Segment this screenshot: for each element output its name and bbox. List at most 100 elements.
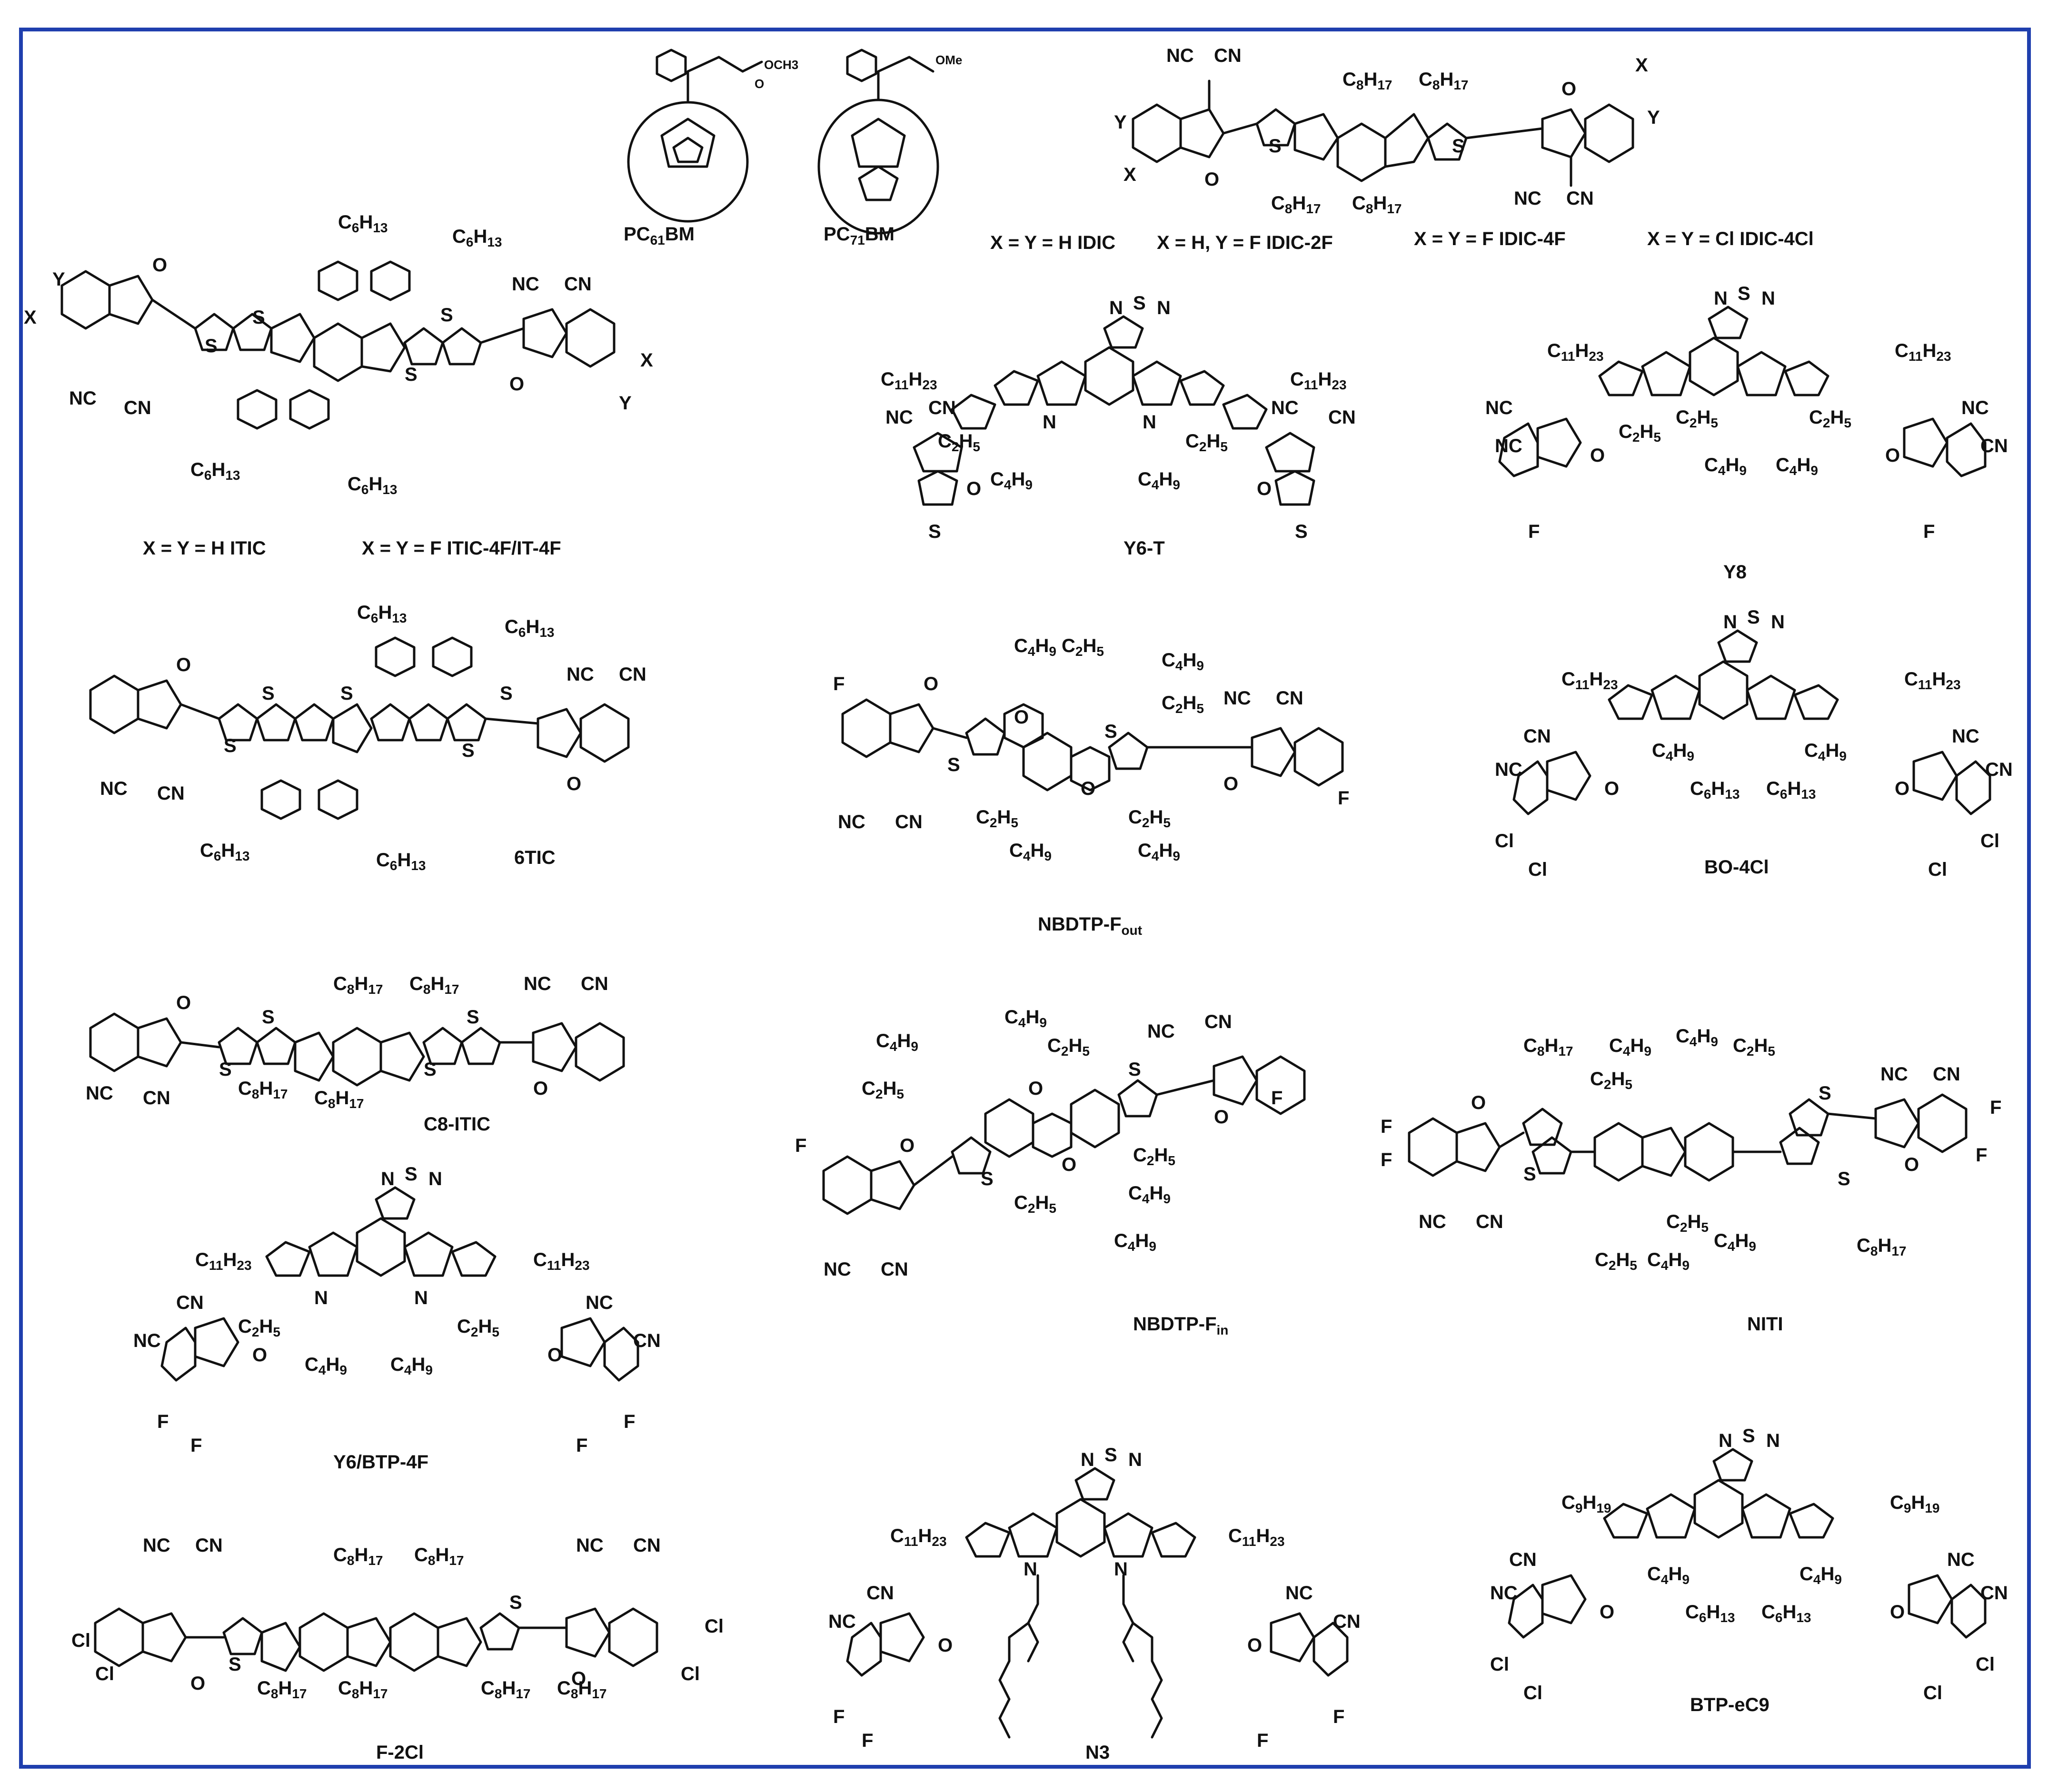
s-label: S	[262, 683, 275, 704]
cl-label: Cl	[1495, 831, 1514, 851]
f-label: F	[1271, 1088, 1283, 1109]
x-label: X	[1635, 55, 1648, 76]
s-label: S	[1452, 136, 1465, 157]
s-label: S	[424, 1059, 437, 1080]
s-label: S	[1269, 136, 1282, 157]
c6h13-label: C6H13	[1685, 1602, 1735, 1625]
c2h5-label: C2H5	[1014, 1192, 1056, 1216]
f-label: F	[795, 1135, 806, 1156]
c11h23-label: C11H23	[890, 1525, 947, 1549]
s-label: S	[405, 1164, 418, 1185]
n3-structure: N S N C11H23 C11H23 NC CN NC CN N N O O …	[828, 1442, 1390, 1756]
cl-label: Cl	[1528, 859, 1547, 880]
f-label: F	[576, 1435, 587, 1456]
s-label: S	[252, 307, 265, 328]
nbdtp-fout-structure: C4H9 C2H5 C4H9 C2H5 F O O O S S NC CN NC…	[833, 628, 1452, 914]
niti-structure: C8H17 C4H9 C4H9 C2H5 C2H5 F F O NC CN	[1381, 1026, 2018, 1295]
o-label: O	[152, 255, 167, 276]
c6h13-label: C6H13	[190, 459, 240, 483]
s-label: S	[1104, 1445, 1117, 1465]
c11h23-label: C11H23	[881, 369, 937, 392]
c8h17-label: C8H17	[238, 1078, 288, 1101]
nc-label: NC	[1495, 436, 1522, 456]
nc-label: NC	[524, 973, 551, 994]
o-label: O	[1062, 1154, 1076, 1175]
c4h9-label: C4H9	[1609, 1035, 1651, 1059]
cn-label: CN	[143, 1088, 170, 1109]
cn-label: CN	[195, 1535, 223, 1556]
nc-label: NC	[567, 664, 594, 685]
nc-label: NC	[69, 388, 97, 409]
s-label: S	[928, 521, 941, 542]
s-label: S	[467, 1007, 479, 1028]
f-label: F	[1990, 1097, 2001, 1118]
btp-ec9-caption: BTP-eC9	[1690, 1694, 1770, 1715]
f-label: F	[833, 1706, 845, 1727]
f-label: F	[1338, 788, 1349, 809]
c2h5-label: C2H5	[1676, 407, 1718, 430]
o-label: O	[1471, 1092, 1486, 1113]
nc-label: NC	[512, 274, 539, 295]
c2h5-label: C2H5	[1619, 421, 1661, 445]
c2h5-label: C2H5	[862, 1078, 904, 1101]
o-label: O	[1247, 1635, 1262, 1656]
c4h9-label: C4H9	[1014, 635, 1056, 659]
cn-label: CN	[1476, 1211, 1503, 1232]
c4h9-label: C4H9	[1138, 469, 1180, 492]
nc-label: NC	[824, 1259, 851, 1280]
x-label: X	[24, 307, 37, 328]
s-label: S	[1295, 521, 1308, 542]
n-label: N	[1043, 412, 1056, 433]
nc-label: NC	[1485, 397, 1513, 418]
c8h17-label: C8H17	[409, 973, 459, 997]
nbdtp-fin-caption: NBDTP-Fin	[1133, 1314, 1229, 1337]
c2h5-label: C2H5	[238, 1316, 280, 1339]
n-label: N	[428, 1168, 442, 1189]
c4h9-label: C4H9	[1652, 740, 1694, 763]
f-label: F	[1333, 1706, 1344, 1727]
cn-label: CN	[1509, 1549, 1537, 1570]
pc61bm-structure: OCH3 O	[600, 43, 798, 224]
o-label: O	[567, 773, 581, 794]
c8h17-label: C8H17	[257, 1678, 307, 1701]
c11h23-label: C11H23	[1561, 669, 1618, 692]
cn-label: CN	[928, 397, 956, 418]
idic-2f-caption: X = H, Y = F IDIC-2F	[1157, 232, 1333, 253]
s-label: S	[340, 683, 353, 704]
pc71bm-structure: OMe	[790, 43, 971, 235]
nc-label: NC	[838, 812, 865, 832]
s-label: S	[219, 1059, 232, 1080]
cn-label: CN	[1980, 436, 2008, 456]
nc-label: NC	[1495, 759, 1522, 780]
o-label: O	[1081, 778, 1095, 799]
o-label: O	[1904, 1154, 1919, 1175]
o-label: O	[1600, 1602, 1614, 1623]
c11h23-label: C11H23	[1547, 340, 1604, 364]
cn-label: CN	[581, 973, 608, 994]
n-label: N	[314, 1287, 328, 1308]
btp-ec9-structure: N S N C9H19 C9H19 NC CN NC CN C4H9 C4H9 …	[1490, 1423, 2014, 1728]
f-label: F	[1528, 521, 1540, 542]
y-label: Y	[619, 393, 632, 414]
n-label: N	[1128, 1449, 1142, 1470]
idic-structure: NC CN Y X O S S C8H17 C8H17 C8H17 C8H17 …	[1085, 33, 1714, 224]
s-label: S	[947, 754, 960, 775]
pc71bm-caption: PC71BM	[824, 224, 895, 248]
f-label: F	[1381, 1116, 1392, 1137]
c8h17-label: C8H17	[1352, 193, 1402, 216]
c2h5-label: C2H5	[938, 431, 980, 454]
n-label: N	[1719, 1430, 1732, 1451]
nc-label: NC	[1419, 1211, 1446, 1232]
nbdtp-fout-caption: NBDTP-Fout	[1038, 914, 1143, 938]
bo-4cl-caption: BO-4Cl	[1704, 857, 1769, 878]
f-label: F	[624, 1411, 635, 1432]
s-label: S	[1838, 1168, 1850, 1189]
s-label: S	[205, 336, 218, 356]
s-label: S	[1104, 721, 1117, 742]
cn-label: CN	[1980, 1583, 2008, 1604]
c4h9-label: C4H9	[1114, 1230, 1156, 1254]
c6h13-label: C6H13	[348, 474, 398, 497]
n-label: N	[1771, 612, 1785, 633]
c8h17-label: C8H17	[1523, 1035, 1573, 1059]
cn-label: CN	[866, 1583, 894, 1604]
